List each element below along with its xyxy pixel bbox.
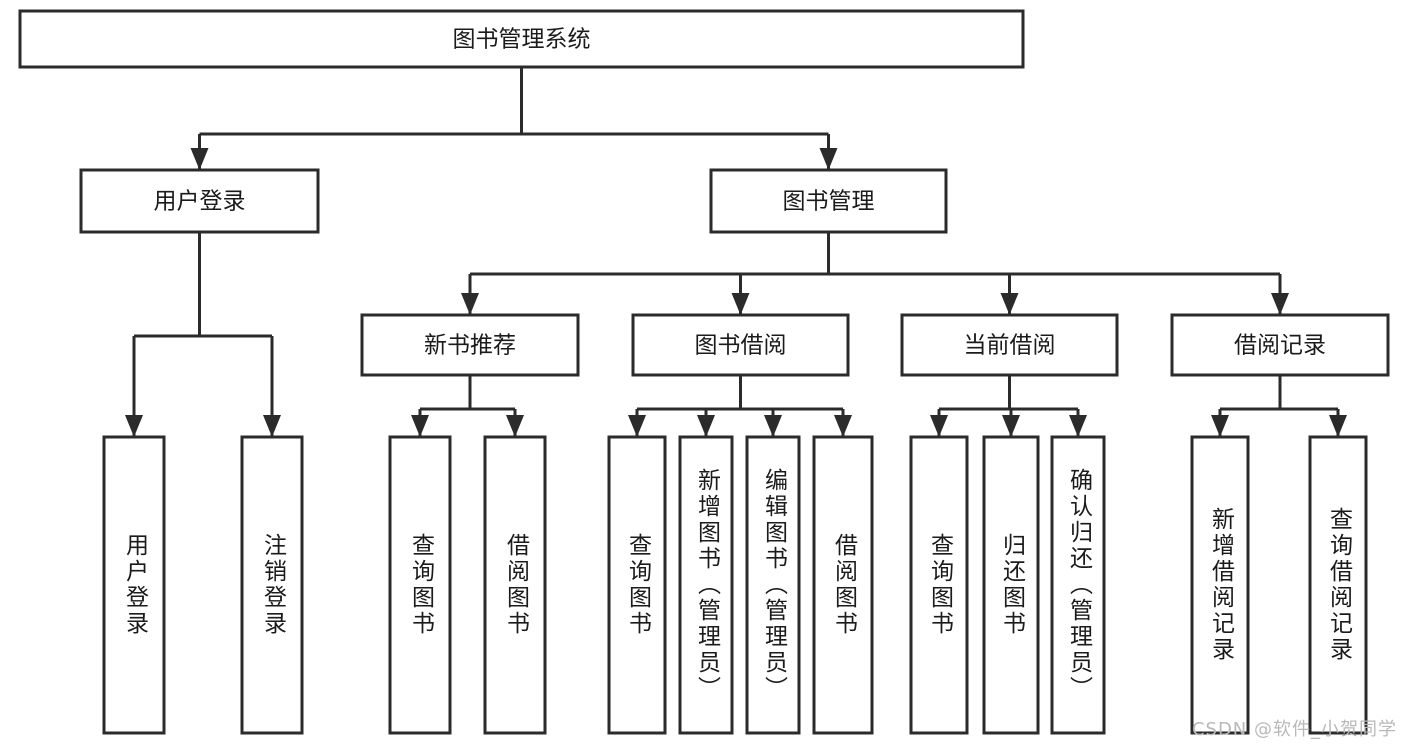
- arrow-head-icon-leaf-borrow-book-2: [834, 415, 852, 437]
- arrow-head-icon-current-borrow: [1000, 293, 1019, 315]
- node-box-leaf-borrow-book-1[interactable]: [483, 435, 547, 735]
- node-box-leaf-borrow-book-2[interactable]: [812, 435, 874, 735]
- node-box-leaf-add-book[interactable]: [678, 435, 734, 735]
- arrow-head-icon-leaf-query-book-2: [628, 415, 646, 437]
- node-label-book-manage: 图书管理: [783, 189, 875, 215]
- node-box-leaf-user-login[interactable]: [102, 435, 166, 735]
- node-box-current-borrow[interactable]: [900, 313, 1119, 377]
- node-box-leaf-add-record[interactable]: [1190, 435, 1250, 735]
- node-box-book-borrow[interactable]: [631, 313, 850, 377]
- node-label-current-borrow: 当前借阅: [964, 333, 1056, 359]
- watermark-text: CSDN @软件_小贺同学: [1191, 719, 1397, 740]
- node-box-leaf-confirm-return[interactable]: [1050, 435, 1106, 735]
- node-box-book-manage[interactable]: [709, 168, 948, 234]
- arrow-head-icon-leaf-query-book-3: [930, 415, 948, 437]
- connector-layer: [125, 67, 1347, 437]
- node-label-borrow-record: 借阅记录: [1234, 333, 1326, 359]
- node-label-new-book-recommend: 新书推荐: [424, 333, 516, 359]
- arrow-head-icon-leaf-add-book: [697, 415, 715, 437]
- node-box-borrow-record[interactable]: [1170, 313, 1390, 377]
- node-label-root: 图书管理系统: [453, 27, 591, 53]
- arrow-head-icon-new-book-recommend: [461, 293, 479, 315]
- arrow-head-icon-leaf-query-record: [1329, 415, 1347, 437]
- arrow-head-icon-leaf-edit-book: [764, 415, 782, 437]
- box-layer: [18, 9, 1390, 735]
- arrow-head-icon-leaf-borrow-book-1: [506, 415, 524, 437]
- arrow-head-icon-book-borrow: [731, 293, 750, 315]
- node-box-user-login[interactable]: [79, 168, 320, 234]
- node-box-leaf-query-book-3[interactable]: [909, 435, 969, 735]
- node-box-leaf-query-book-2[interactable]: [607, 435, 667, 735]
- arrow-head-icon-leaf-user-login: [125, 415, 143, 437]
- arrow-head-icon-leaf-logout: [263, 415, 281, 437]
- arrow-head-icon-borrow-record: [1271, 293, 1289, 315]
- node-box-leaf-return-book[interactable]: [982, 435, 1040, 735]
- node-label-book-borrow: 图书借阅: [695, 333, 787, 359]
- node-box-new-book-recommend[interactable]: [360, 313, 580, 377]
- arrow-head-icon-book-manage: [819, 148, 838, 170]
- arrow-head-icon-leaf-return-book: [1002, 415, 1020, 437]
- node-box-leaf-logout[interactable]: [240, 435, 304, 735]
- node-box-root[interactable]: [18, 9, 1025, 69]
- arrow-head-icon-user-login: [190, 148, 209, 170]
- node-label-user-login: 用户登录: [154, 189, 246, 215]
- arrow-head-icon-leaf-confirm-return: [1069, 415, 1087, 437]
- node-box-leaf-edit-book[interactable]: [745, 435, 801, 735]
- arrow-head-icon-leaf-add-record: [1211, 415, 1229, 437]
- arrow-head-icon-leaf-query-book-1: [411, 415, 429, 437]
- node-box-leaf-query-book-1[interactable]: [388, 435, 452, 735]
- node-box-leaf-query-record[interactable]: [1308, 435, 1368, 735]
